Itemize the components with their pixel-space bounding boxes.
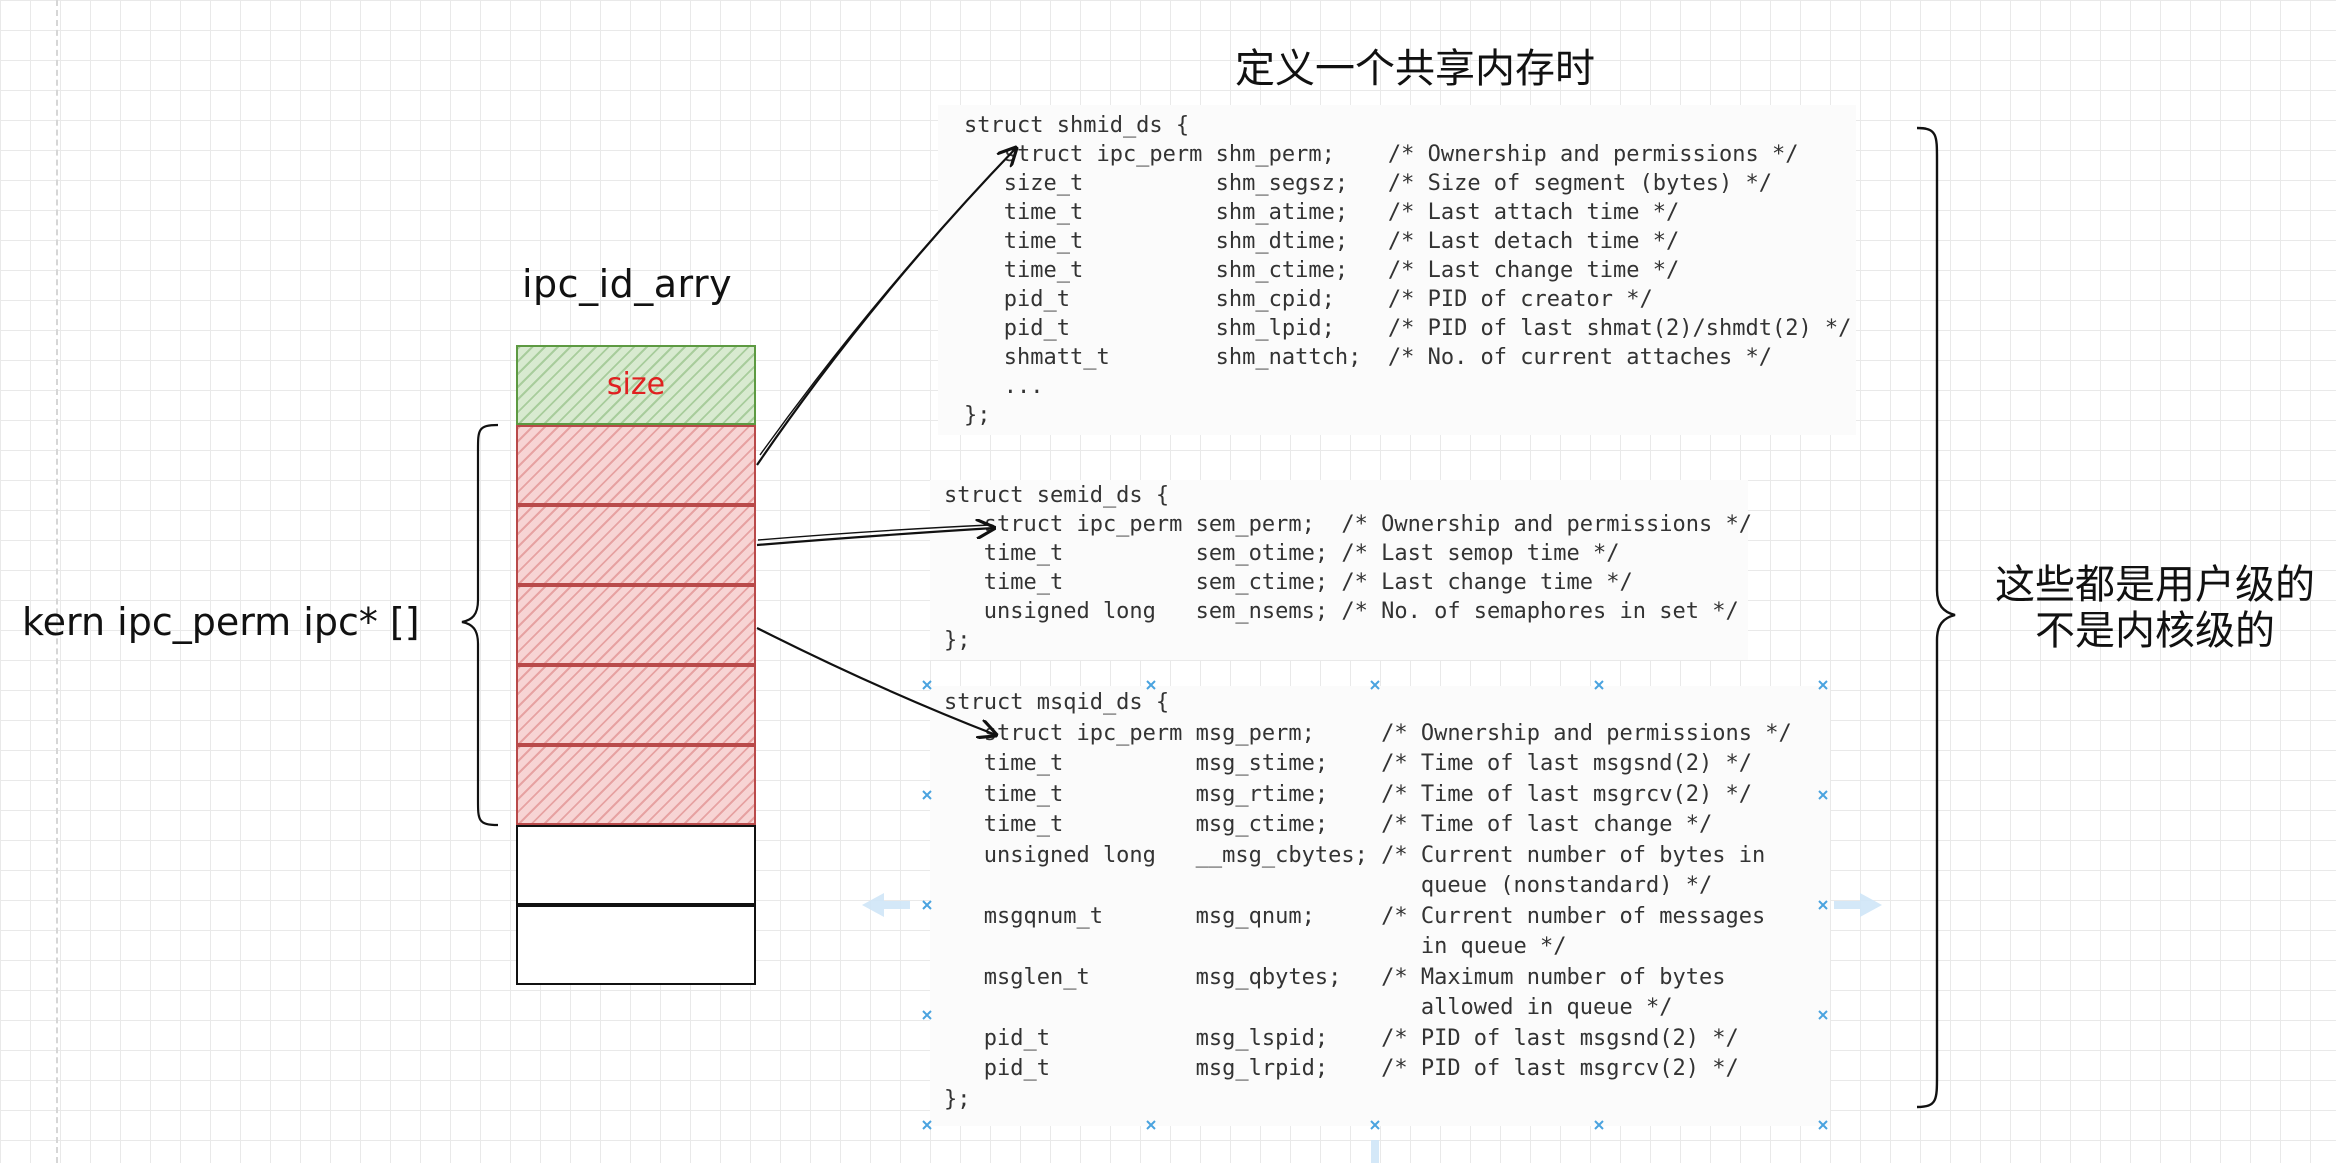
array-cell-pointer[interactable] [516,745,756,825]
pointer-array-label: kern ipc_perm ipc* [] [22,600,420,644]
code-line: size_t shm_segsz; /* Size of segment (by… [964,171,1772,196]
array-cell-pointer[interactable] [516,505,756,585]
array-cell-size[interactable]: size [516,345,756,425]
msqid-ds-code-block[interactable]: struct msqid_ds { struct ipc_perm msg_pe… [930,686,1830,1126]
code-line: }; [944,1086,971,1112]
code-line: struct ipc_perm shm_perm; /* Ownership a… [964,142,1799,167]
code-line: time_t sem_otime; /* Last semop time */ [944,541,1620,566]
diagram-title: 定义一个共享内存时 [1235,46,1595,92]
code-line: allowed in queue */ [944,995,1673,1020]
code-line: pid_t shm_cpid; /* PID of creator */ [964,287,1653,312]
code-line: time_t sem_ctime; /* Last change time */ [944,570,1633,595]
code-line: time_t msg_rtime; /* Time of last msgrcv… [944,781,1752,807]
code-line: unsigned long __msg_cbytes; /* Current n… [944,842,1766,868]
code-line: }; [944,628,971,653]
code-line: pid_t msg_lspid; /* PID of last msgsnd(2… [944,1025,1739,1051]
array-cell-pointer[interactable] [516,425,756,505]
code-line: struct semid_ds { [944,483,1170,508]
right-curly-brace [1916,126,1956,1109]
note-text: 这些都是用户级的 不是内核级的 [1990,562,2320,654]
code-line: struct shmid_ds { [964,113,1190,138]
code-line: time_t msg_stime; /* Time of last msgsnd… [944,751,1752,776]
note-line: 这些都是用户级的 [1995,562,2315,608]
code-line: shmatt_t shm_nattch; /* No. of current a… [964,345,1772,370]
array-cell-pointer[interactable] [516,665,756,745]
dashed-guide-line [56,0,58,1163]
array-cell-pointer[interactable] [516,585,756,665]
code-line: msglen_t msg_qbytes; /* Maximum number o… [944,964,1726,990]
shmid-ds-code-block[interactable]: struct shmid_ds { struct ipc_perm shm_pe… [938,105,1856,435]
code-line: pid_t msg_lrpid; /* PID of last msgrcv(2… [944,1056,1739,1081]
size-label: size [606,367,666,402]
code-line: msgqnum_t msg_qnum; /* Current number of… [944,903,1766,929]
code-line: struct msqid_ds { [944,690,1170,715]
note-line: 不是内核级的 [2035,608,2275,654]
code-line: struct ipc_perm sem_perm; /* Ownership a… [944,512,1752,537]
left-curly-brace [461,423,499,827]
code-line: in queue */ [944,934,1567,959]
code-line: struct ipc_perm msg_perm; /* Ownership a… [944,720,1792,746]
code-line: queue (nonstandard) */ [944,873,1713,898]
array-cell-empty[interactable] [516,825,756,905]
semid-ds-code-block[interactable]: struct semid_ds { struct ipc_perm sem_pe… [930,480,1752,660]
code-line: }; [964,403,991,428]
array-label: ipc_id_arry [522,262,733,306]
code-line: pid_t shm_lpid; /* PID of last shmat(2)/… [964,316,1852,341]
code-line: time_t shm_ctime; /* Last change time */ [964,258,1680,283]
code-line: time_t msg_ctime; /* Time of last change… [944,812,1713,837]
code-line: time_t shm_atime; /* Last attach time */ [964,200,1680,225]
code-line: time_t shm_dtime; /* Last detach time */ [964,229,1680,254]
array-cell-empty[interactable] [516,905,756,985]
code-line: ... [964,374,1044,399]
code-line: unsigned long sem_nsems; /* No. of semap… [944,599,1739,624]
